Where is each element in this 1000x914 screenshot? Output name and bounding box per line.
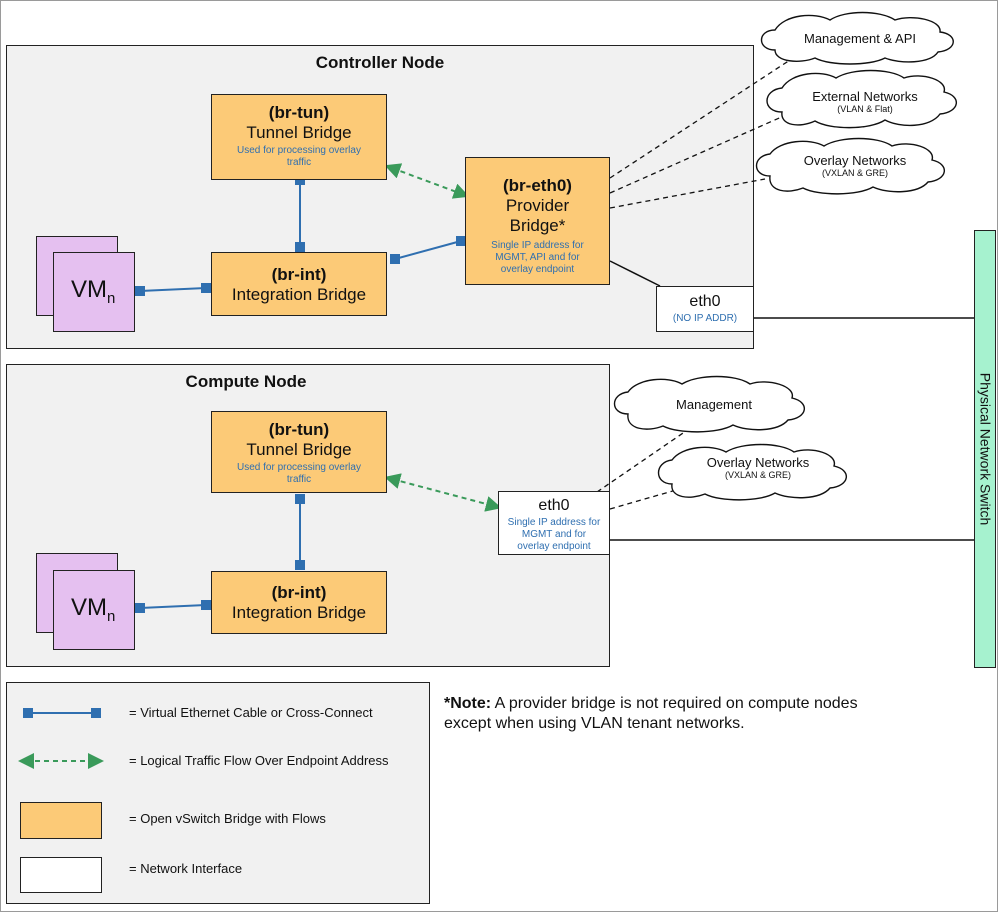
legend-bridge-label: = Open vSwitch Bridge with Flows — [129, 811, 326, 826]
compute-vm-text: VM — [71, 594, 107, 621]
cloud-overlay-controller-title: Overlay Networks — [803, 153, 907, 168]
legend-bridge-swatch — [20, 802, 102, 839]
cloud-overlay-compute-sub: (VXLAN & GRE) — [724, 470, 791, 480]
controller-eth0-desc: (NO IP ADDR) — [672, 313, 738, 324]
cloud-management-title: Management — [676, 397, 752, 412]
compute-eth0-desc: Single IP address for MGMT and for overl… — [507, 517, 601, 552]
cloud-shape-external — [766, 69, 957, 129]
cloud-external-networks: External Networks (VLAN & Flat) — [775, 89, 955, 114]
controller-br-int-name: Integration Bridge — [231, 285, 367, 304]
controller-node-title: Controller Node — [315, 53, 445, 72]
controller-br-eth0-name1: Provider — [505, 196, 570, 215]
compute-eth0-name: eth0 — [538, 497, 570, 514]
controller-vm-front — [53, 252, 135, 332]
cloud-mgmt-api-title: Management & API — [803, 31, 916, 46]
legend-interface-swatch — [20, 857, 102, 893]
physical-network-switch — [974, 230, 996, 668]
compute-vm-subscript: n — [107, 607, 116, 625]
controller-vm-text: VM — [71, 276, 107, 303]
compute-br-int-id: (br-int) — [271, 583, 327, 602]
compute-br-tun: (br-tun) Tunnel Bridge Used for processi… — [211, 411, 387, 493]
controller-br-eth0-desc: Single IP address for MGMT, API and for … — [491, 240, 584, 275]
provider-bridge-note: *Note: A provider bridge is not required… — [444, 694, 884, 734]
controller-br-tun-desc: Used for processing overlay traffic — [237, 145, 361, 168]
compute-br-tun-name: Tunnel Bridge — [246, 440, 352, 459]
controller-br-eth0: (br-eth0) Provider Bridge* Single IP add… — [465, 157, 610, 285]
compute-br-tun-id: (br-tun) — [268, 420, 330, 439]
controller-link-overlay — [609, 178, 766, 209]
controller-eth0: eth0 (NO IP ADDR) — [656, 286, 754, 332]
controller-veth-vm-int — [135, 283, 211, 296]
cloud-shape-overlay-compute — [657, 443, 847, 501]
cloud-mgmt-api: Management & API — [770, 31, 950, 46]
cloud-external-title: External Networks — [812, 89, 918, 104]
compute-eth0: eth0 Single IP address for MGMT and for … — [498, 491, 610, 555]
controller-eth0-name: eth0 — [689, 293, 721, 310]
compute-vm-front — [53, 570, 135, 650]
controller-br-eth0-id: (br-eth0) — [503, 176, 572, 195]
legend-flow-label: = Logical Traffic Flow Over Endpoint Add… — [129, 753, 389, 768]
compute-veth-tun-int — [295, 494, 305, 570]
controller-veth-int-eth0 — [390, 236, 466, 264]
legend-veth-symbol — [23, 708, 101, 718]
controller-br-eth0-name2: Bridge* — [509, 216, 566, 235]
controller-br-int-id: (br-int) — [271, 265, 327, 284]
cloud-shape-mgmt-api — [760, 11, 954, 65]
controller-provider-to-eth0 — [609, 260, 661, 287]
compute-logical-flow — [384, 473, 502, 512]
controller-br-tun: (br-tun) Tunnel Bridge Used for processi… — [211, 94, 387, 180]
compute-br-tun-desc: Used for processing overlay traffic — [237, 462, 361, 485]
compute-veth-vm-int — [135, 600, 211, 613]
compute-link-overlay — [609, 485, 691, 510]
controller-vm-subscript: n — [107, 289, 116, 307]
compute-br-int: (br-int) Integration Bridge — [211, 571, 387, 634]
cloud-overlay-compute-title: Overlay Networks — [706, 455, 810, 470]
legend-interface-label: = Network Interface — [129, 861, 243, 876]
cloud-management: Management — [624, 397, 804, 412]
cloud-external-sub: (VLAN & Flat) — [837, 104, 893, 114]
controller-vm-label: VMn — [71, 276, 115, 307]
controller-link-external — [609, 110, 796, 194]
note-prefix: *Note: — [444, 695, 492, 712]
controller-logical-flow — [384, 163, 470, 199]
cloud-overlay-controller-sub: (VXLAN & GRE) — [821, 168, 888, 178]
legend-veth-label: = Virtual Ethernet Cable or Cross-Connec… — [129, 705, 373, 720]
cloud-overlay-networks-compute: Overlay Networks (VXLAN & GRE) — [668, 455, 848, 480]
controller-br-tun-name: Tunnel Bridge — [246, 123, 352, 142]
note-text: A provider bridge is not required on com… — [444, 695, 858, 732]
compute-vm-label: VMn — [71, 594, 115, 625]
cloud-overlay-networks-controller: Overlay Networks (VXLAN & GRE) — [765, 153, 945, 178]
controller-br-tun-id: (br-tun) — [268, 103, 330, 122]
compute-node-title: Compute Node — [185, 372, 307, 391]
cloud-shape-overlay-controller — [755, 137, 945, 195]
compute-br-int-name: Integration Bridge — [231, 603, 367, 622]
controller-br-int: (br-int) Integration Bridge — [211, 252, 387, 316]
controller-veth-tun-int — [295, 175, 305, 252]
cloud-shape-management — [613, 375, 805, 433]
